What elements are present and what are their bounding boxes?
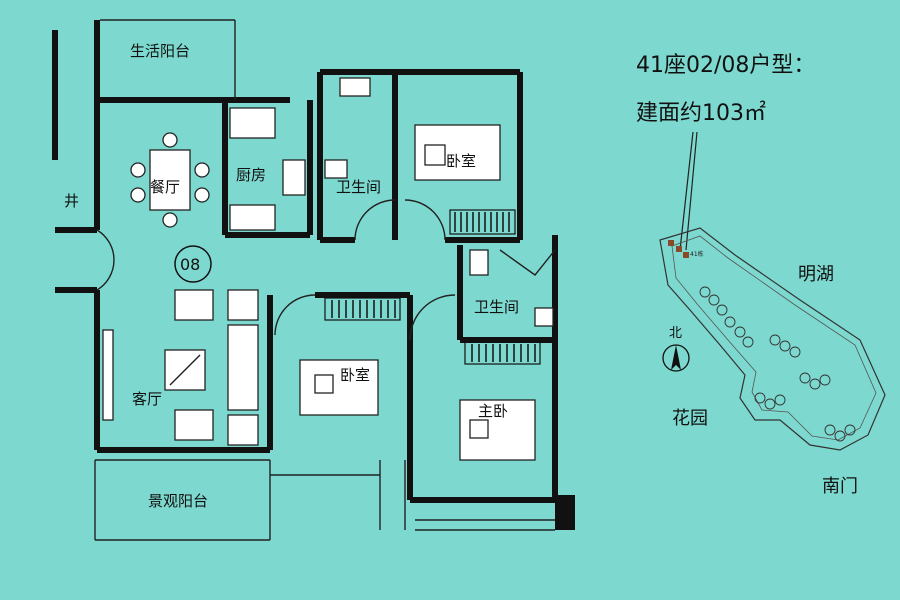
walls — [52, 19, 575, 541]
room-master-bedroom: 主卧 — [478, 402, 508, 420]
lake-label: 明湖 — [798, 264, 834, 285]
room-kitchen: 厨房 — [236, 166, 266, 184]
unit-badge-text: 08 — [180, 255, 200, 274]
room-bathroom-1: 卫生间 — [336, 178, 381, 196]
south-gate-label: 南门 — [822, 476, 858, 497]
room-dining: 餐厅 — [150, 178, 180, 196]
room-labels: 生活阳台 餐厅 厨房 卫生间 卧室 卫生间 井 客厅 卧室 主卧 景观阳台 — [64, 42, 519, 510]
door-swings — [96, 199, 556, 341]
site-map: 41栋 北 明湖 花园 南门 — [659, 227, 886, 497]
room-bedroom-1: 卧室 — [446, 152, 476, 170]
room-bathroom-2: 卫生间 — [474, 298, 519, 316]
building-tag: 41栋 — [690, 250, 704, 258]
north-label: 北 — [669, 326, 682, 341]
room-living: 客厅 — [132, 390, 162, 408]
plan-title: 41座02/08户型： — [636, 53, 815, 78]
room-bedroom-2: 卧室 — [340, 366, 370, 384]
plan-area: 建面约103㎡ — [636, 100, 766, 126]
room-view-balcony: 景观阳台 — [148, 492, 208, 510]
room-shaft: 井 — [64, 192, 79, 210]
furniture — [102, 77, 554, 461]
unit-badge: 08 — [174, 245, 212, 283]
garden-label: 花园 — [672, 408, 708, 429]
room-living-balcony: 生活阳台 — [130, 42, 190, 60]
